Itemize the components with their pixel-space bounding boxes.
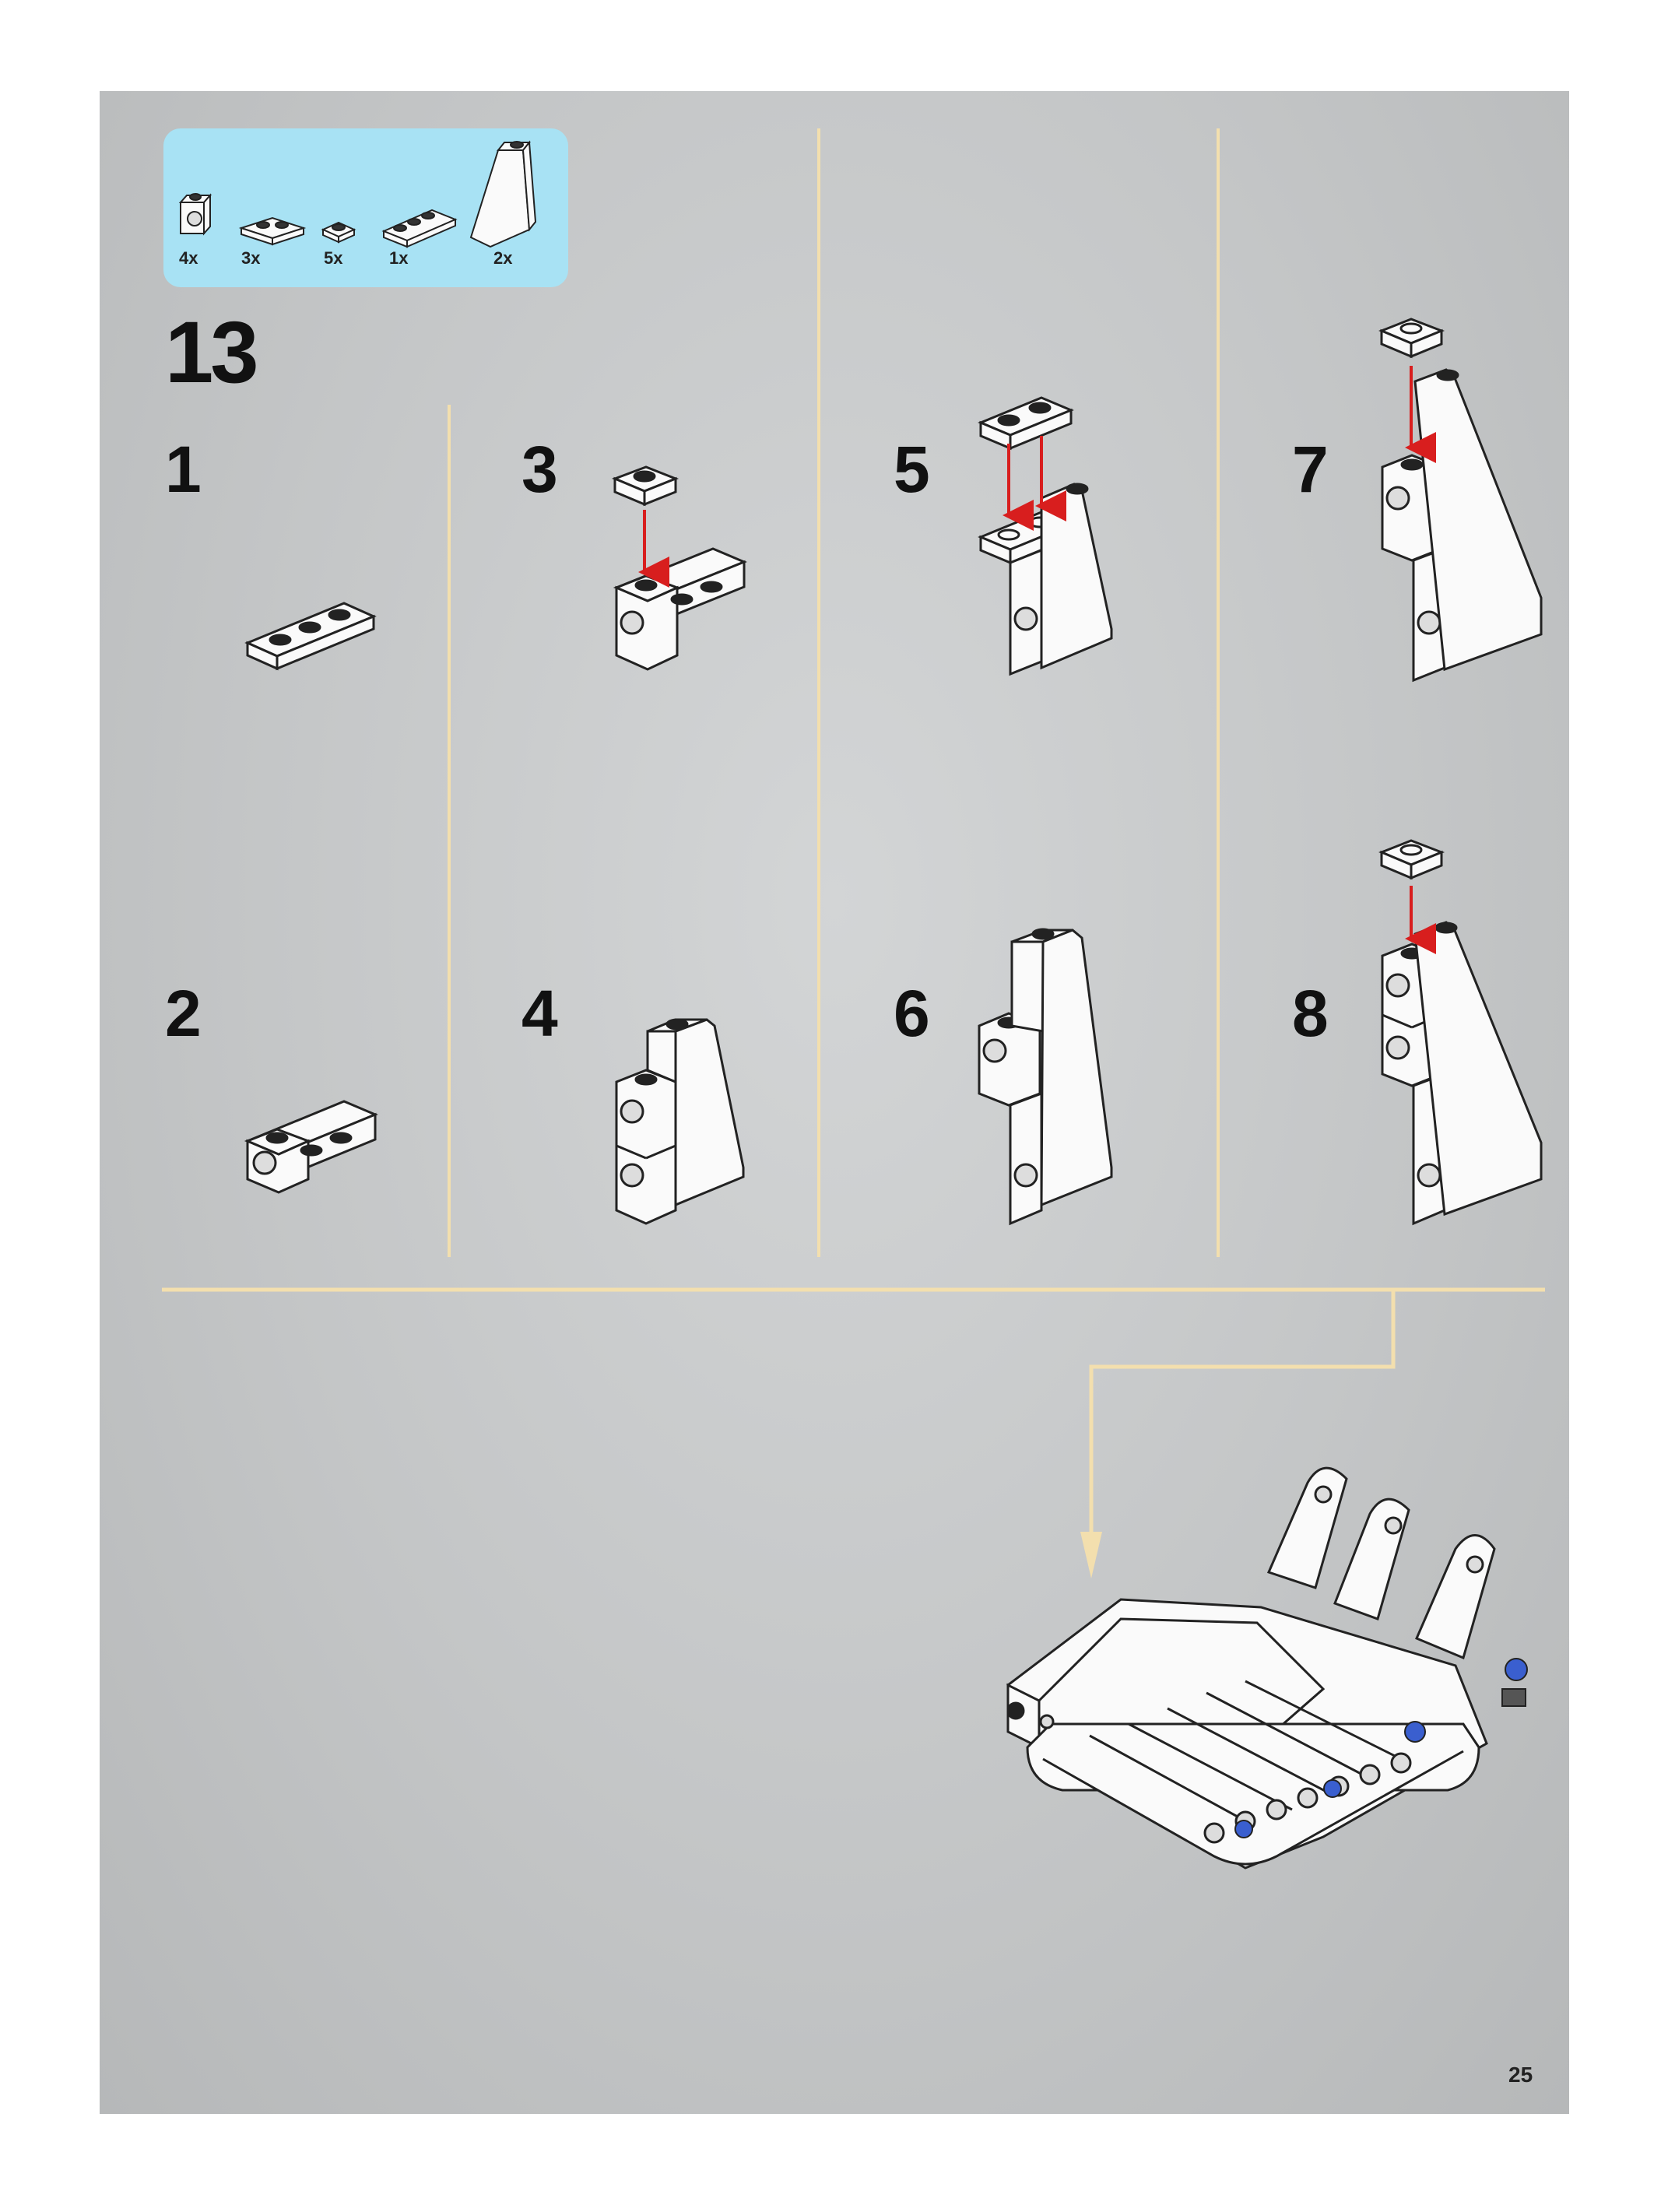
step2-assembly	[248, 1101, 375, 1192]
step3-assembly	[615, 467, 744, 669]
step6-assembly	[979, 929, 1111, 1224]
step7-assembly	[1382, 319, 1541, 680]
step8-assembly	[1382, 841, 1541, 1224]
step1-plate	[248, 603, 374, 669]
step5-assembly	[981, 398, 1111, 674]
step4-assembly	[616, 1020, 743, 1224]
page-number: 25	[1508, 2063, 1533, 2087]
callout-connector	[162, 1290, 1545, 1564]
callout-arrow-head	[1080, 1532, 1102, 1578]
main-assembly	[1008, 1468, 1494, 1868]
